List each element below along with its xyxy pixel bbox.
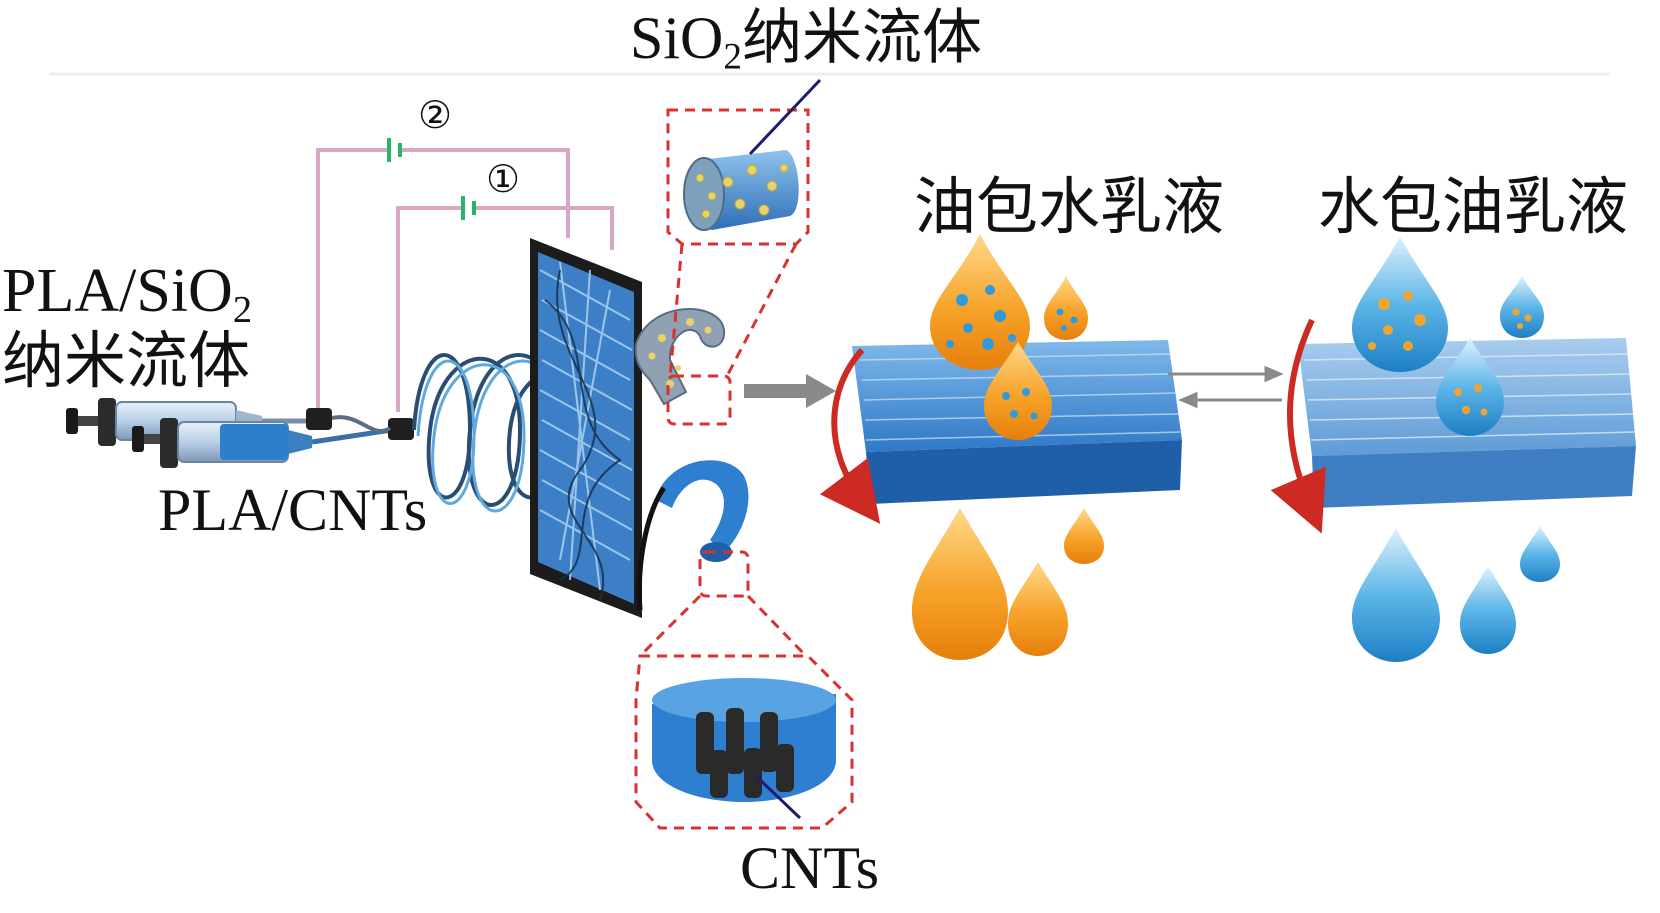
sio2-fiber-segment [634,308,726,406]
syringe-icon [132,418,393,468]
cnt-fiber-segment [636,460,749,611]
callout-line [754,774,802,820]
droplet-icon [1352,528,1440,662]
droplet-icon [1352,236,1448,372]
circuit-1-label: ① [486,157,521,201]
inset-cnt-cylinder [652,678,836,802]
inset-top-formula: SiO [630,5,724,71]
droplet-icon [1460,566,1516,654]
exchange-arrows [1168,365,1284,409]
feed-top-cn-label: 纳米流体 [2,324,251,397]
droplet-icon [1064,508,1104,564]
inset-top-subscript: 2 [723,36,742,78]
circuit-2-label: ② [418,93,453,137]
droplet-icon [984,342,1052,440]
battery-icon [387,138,402,162]
callout-line [748,78,822,156]
feed-top-label: PLA/SiO2 [2,260,252,329]
droplet-icon [930,234,1030,370]
inset-sio2-cylinder [683,150,799,231]
collector-plate-icon [530,238,642,618]
feed-bottom-label: PLA/CNTs [158,477,428,543]
battery-icon [461,196,476,220]
inset-bottom-label: CNTs [740,835,880,901]
feed-top-formula: PLA/SiO [2,257,233,325]
inset-top-label: SiO2纳米流体 [630,8,982,76]
droplet-icon [1500,276,1544,338]
circuit-1 [396,206,614,412]
rotate-arrow-icon [1270,318,1326,534]
droplet-icon [1008,562,1068,656]
droplet-icon [912,508,1008,660]
nozzle-connector [306,408,332,430]
inset-sio2-box [666,108,810,426]
rotate-arrow-icon [819,347,881,524]
droplet-icon [1520,526,1560,582]
feed-top-subscript: 2 [232,288,253,331]
electrospinning-jet [412,353,588,513]
droplet-icon [1044,276,1088,340]
process-arrow [744,374,836,408]
emulsion-right-label: 水包油乳液 [1318,170,1629,243]
emulsion-left-label: 油包水乳液 [914,170,1225,243]
inset-cnt-box [634,550,854,830]
droplet-icon [1436,338,1504,436]
nozzle-connector [388,418,414,440]
inset-top-cn: 纳米流体 [741,3,982,73]
